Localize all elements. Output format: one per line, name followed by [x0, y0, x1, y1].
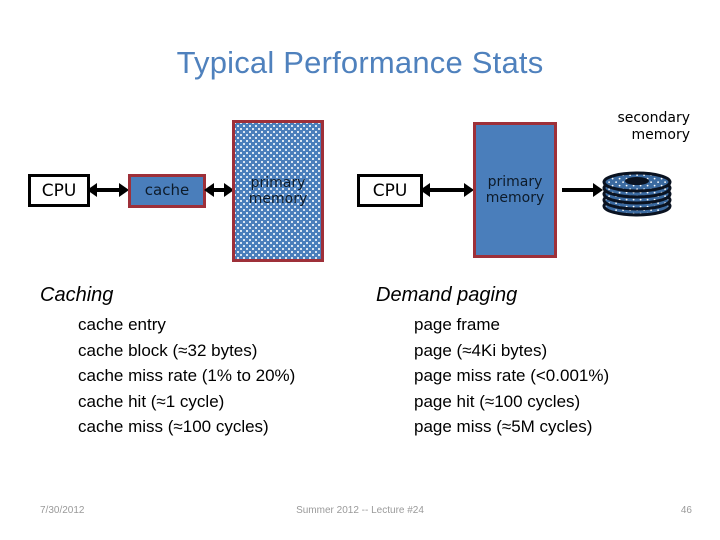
cpu-right-label: CPU [372, 180, 408, 201]
caching-list: cache entry cache block (≈32 bytes) cach… [40, 312, 380, 440]
list-item: page hit (≈100 cycles) [414, 391, 581, 411]
list-item: page (≈4Ki bytes) [414, 340, 548, 360]
footer-date: 7/30/2012 [40, 505, 85, 516]
cpu-left-label: CPU [41, 180, 77, 201]
footer-lecture-label: Summer 2012 -- Lecture #24 [296, 505, 424, 516]
primary-memory-right-line1: primary [487, 173, 543, 190]
caching-heading: Caching [40, 284, 114, 306]
disk-stack-icon [597, 170, 677, 218]
list-item: cache hit (≈1 cycle) [78, 391, 225, 411]
primary-memory-right-line2: memory [485, 190, 545, 206]
list-item: cache miss (≈100 cycles) [78, 417, 269, 436]
cache-box: cache [128, 174, 206, 208]
slide-footer: 7/30/2012 Summer 2012 -- Lecture #24 46 [0, 505, 720, 525]
demand-paging-list: page frame page (≈4Ki bytes) page miss r… [370, 312, 710, 440]
footer-page-number: 46 [680, 505, 692, 516]
list-item: cache block (≈32 bytes) [78, 340, 258, 360]
column-demand-paging: Demand paging page frame page (≈4Ki byte… [370, 283, 710, 440]
arrow-primary-memory-secondary-memory [562, 183, 603, 197]
arrow-cpu-primary-memory [420, 183, 474, 197]
list-item: cache miss rate (1% to 20%) [78, 366, 296, 385]
cache-label: cache [144, 181, 190, 200]
list-item: page miss rate (<0.001%) [414, 366, 610, 385]
list-item: page miss (≈5M cycles) [414, 417, 593, 436]
list-item: page frame [414, 315, 500, 334]
demand-paging-heading: Demand paging [376, 284, 518, 306]
arrow-cpu-cache [87, 183, 129, 197]
cpu-box-left: CPU [28, 174, 90, 207]
column-caching: Caching cache entry cache block (≈32 byt… [40, 283, 380, 440]
secondary-memory-line2: memory [631, 126, 691, 143]
page-title: Typical Performance Stats [176, 45, 544, 80]
cpu-box-right: CPU [357, 174, 423, 207]
primary-memory-left-line2: memory [248, 191, 308, 207]
secondary-memory-line1: secondary [617, 110, 690, 126]
list-item: cache entry [78, 315, 166, 334]
arrow-cache-primary-memory [204, 183, 234, 197]
primary-memory-left-line1: primary [250, 174, 306, 191]
